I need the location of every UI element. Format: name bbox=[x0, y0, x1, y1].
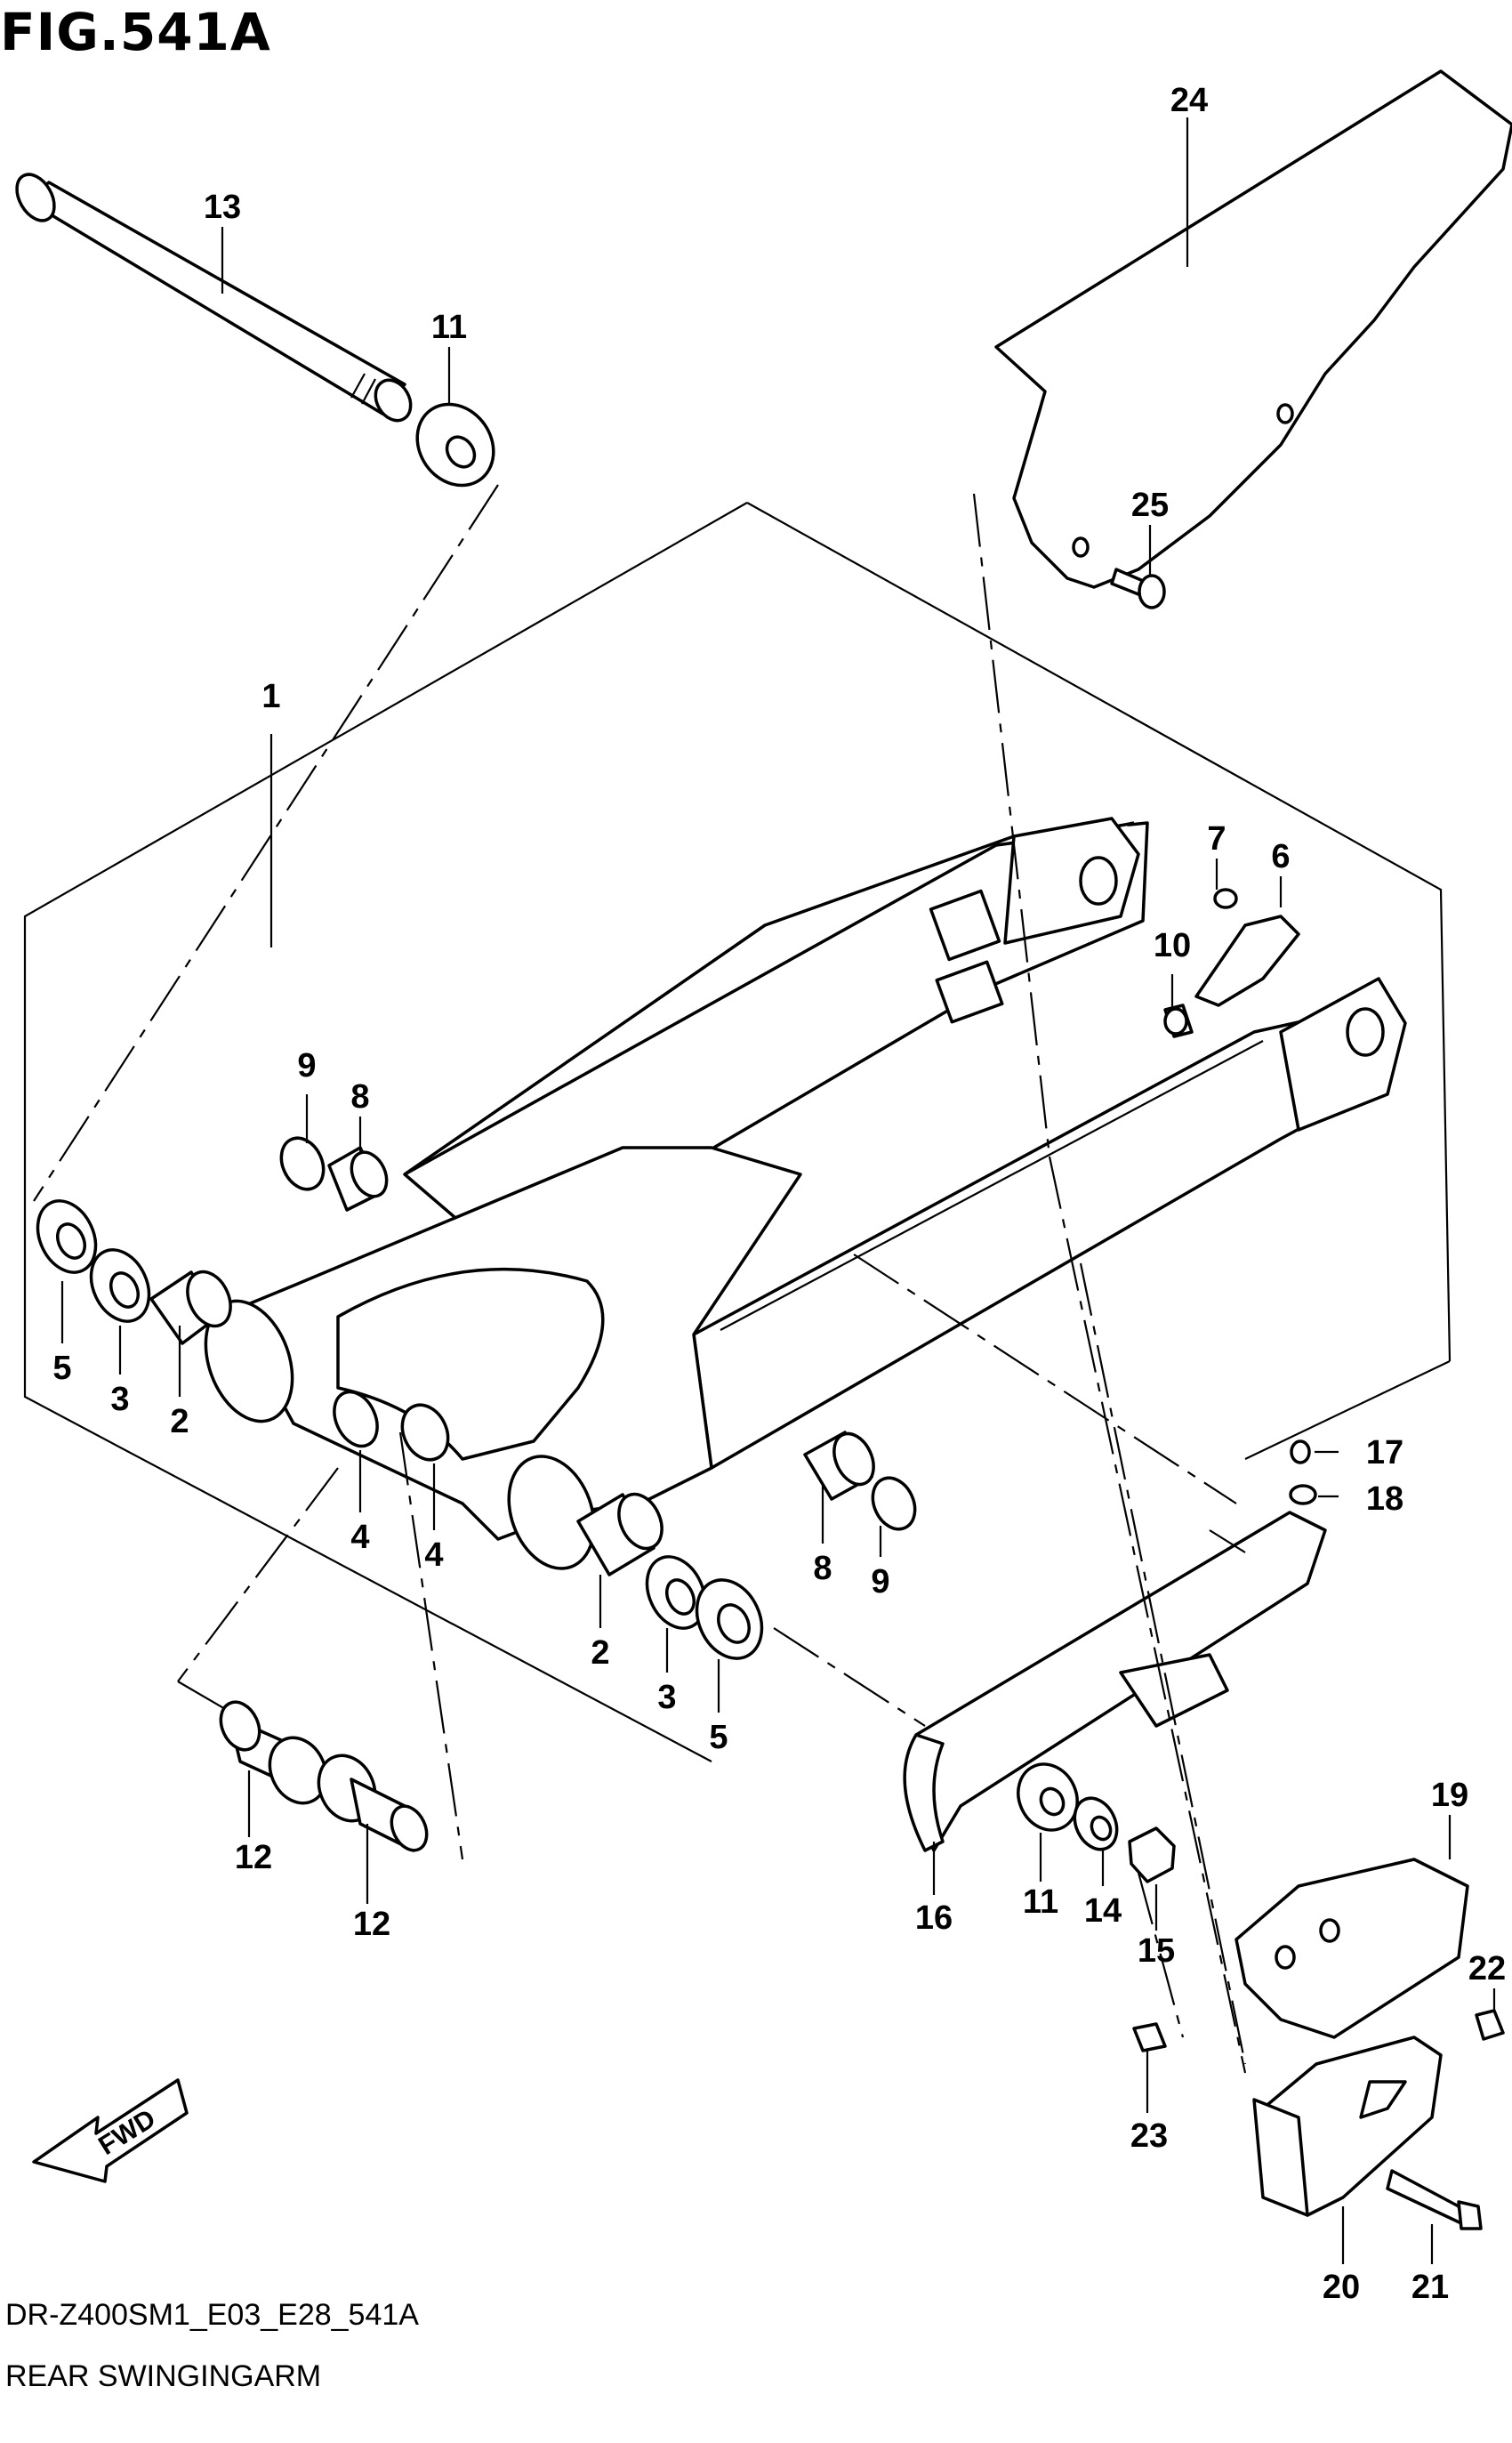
figure-code: DR-Z400SM1_E03_E28_541A bbox=[5, 2298, 419, 2332]
callout-9: 9 bbox=[297, 1047, 316, 1084]
chain-guide-bolts bbox=[1132, 2009, 1505, 2230]
callout-21: 21 bbox=[1411, 2269, 1449, 2306]
chain-slider bbox=[903, 1511, 1327, 1852]
callout-10: 10 bbox=[1154, 927, 1191, 964]
slider-hardware bbox=[1017, 1762, 1176, 1883]
callout-24: 24 bbox=[1170, 82, 1208, 119]
callout-16: 16 bbox=[915, 1899, 953, 1937]
callout-1: 1 bbox=[261, 678, 280, 715]
callout-13: 13 bbox=[204, 189, 241, 226]
callout-12: 12 bbox=[235, 1839, 272, 1876]
figure-name: REAR SWINGINGARM bbox=[5, 2359, 322, 2393]
callout-5: 5 bbox=[52, 1350, 71, 1387]
pivot-shaft bbox=[15, 173, 413, 423]
figure-title: FIG.541A bbox=[0, 2, 271, 62]
callout-11: 11 bbox=[1023, 1883, 1058, 1921]
callout-20: 20 bbox=[1323, 2269, 1360, 2306]
callout-4: 4 bbox=[424, 1536, 443, 1574]
callout-2: 2 bbox=[591, 1634, 609, 1672]
callout-6: 6 bbox=[1271, 838, 1290, 875]
callouts: 1 2 2 3 3 4 4 5 5 6 7 8 8 9 9 10 11 11 1… bbox=[52, 82, 1506, 2306]
swingarm-body bbox=[204, 817, 1407, 1570]
washer-top bbox=[415, 402, 495, 488]
callout-19: 19 bbox=[1431, 1777, 1468, 1814]
leader-lines bbox=[60, 117, 1496, 2264]
right-pivot-parts bbox=[576, 1431, 917, 1660]
callout-12: 12 bbox=[353, 1906, 390, 1943]
callout-23: 23 bbox=[1130, 2117, 1168, 2155]
callout-8: 8 bbox=[813, 1550, 832, 1587]
callout-9: 9 bbox=[871, 1563, 889, 1600]
slider-bolt bbox=[1289, 1439, 1317, 1505]
callout-8: 8 bbox=[350, 1078, 369, 1116]
callout-2: 2 bbox=[170, 1403, 189, 1440]
chain-cover bbox=[994, 69, 1512, 589]
callout-15: 15 bbox=[1138, 1932, 1175, 1970]
assembly-outline bbox=[23, 502, 1452, 1762]
forward-direction-arrow: FWD bbox=[32, 2078, 189, 2183]
callout-25: 25 bbox=[1131, 487, 1169, 524]
chain-guide bbox=[1235, 1858, 1469, 2217]
callout-18: 18 bbox=[1366, 1480, 1403, 1518]
callout-14: 14 bbox=[1084, 1892, 1122, 1930]
brake-hose-bracket bbox=[1163, 888, 1300, 1038]
callout-7: 7 bbox=[1207, 820, 1226, 858]
callout-22: 22 bbox=[1468, 1950, 1506, 1987]
callout-17: 17 bbox=[1366, 1434, 1403, 1471]
callout-3: 3 bbox=[110, 1381, 129, 1418]
callout-4: 4 bbox=[350, 1519, 369, 1556]
alignment-dash-lines bbox=[33, 484, 1247, 2074]
callout-3: 3 bbox=[657, 1679, 676, 1716]
callout-5: 5 bbox=[709, 1719, 728, 1756]
callout-11: 11 bbox=[431, 309, 467, 346]
chain-cover-screw bbox=[1110, 568, 1166, 609]
left-pivot-parts bbox=[36, 1136, 450, 1462]
collars bbox=[219, 1700, 429, 1852]
